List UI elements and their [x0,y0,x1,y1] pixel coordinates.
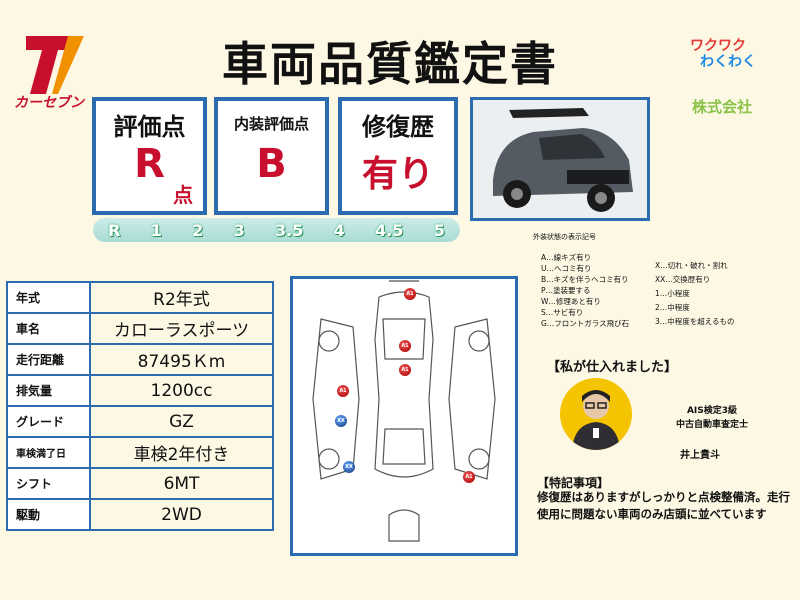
spec-value: カローラスポーツ [89,312,274,345]
damage-marker: A1 [399,340,411,352]
role-text: 中古自動車査定士 [675,420,748,430]
repair-history-value: 有り [361,154,434,195]
spec-value: R2年式 [89,281,274,314]
table-row: 車検満了日車検2年付き [6,436,274,469]
company-line1: ワクワク [690,38,746,54]
spec-key: 排気量 [6,374,91,407]
repair-history-label: 修復歴 [362,113,434,141]
eval-score-box: 評価点 R 点 [92,97,207,215]
damage-marker: XX [343,461,355,473]
eval-score-value: R [134,141,165,187]
company-line2: わくわく [700,54,756,70]
avatar [560,378,632,450]
purchaser-qualification: AIS検定3級 中古自動車査定士 [652,404,772,432]
company-type: 株式会社 [692,98,753,116]
spec-key: グレード [6,405,91,438]
scale-item: 5 [433,220,445,240]
scale-item: R [108,220,121,240]
legend-item: B…キズを伴うヘコミ有り [541,275,629,284]
scale-item: 2 [192,220,204,240]
notes-text: 修復歴はありますがしっかりと点検整備済。走行使用に問題ない車両のみ店頭に並べてい… [537,490,790,521]
scale-item: 4 [333,220,345,240]
legend-item: P…塗装要する [541,286,591,295]
spec-key: 年式 [6,281,91,314]
purchaser-heading: 【私が仕入れました】 [547,360,678,375]
damage-marker: A1 [399,364,411,376]
car-outline [312,280,496,542]
page-title: 車両品質鑑定書 [222,37,558,91]
interior-score-box: 内装評価点 B [214,97,329,215]
notes-heading: 【特記事項】 [537,476,610,490]
legend-item: W…修理あと有り [541,297,601,306]
spec-key: 車検満了日 [6,436,91,469]
eval-score-suffix: 点 [173,183,193,207]
legend-item: S…サビ有り [541,308,584,317]
legend-item: 3…中程度を超えるもの [655,317,735,326]
damage-marker: A1 [337,385,349,397]
spec-value: 87495Ｋm [89,343,274,376]
legend-right: X…切れ・破れ・割れ XX…交換歴有り 1…小程度 2…中程度 3…中程度を超え… [655,259,735,329]
legend-item: G…フロントガラス飛び石 [541,319,630,328]
damage-marker: A1 [463,471,475,483]
qualification-text: AIS検定3級 [686,406,738,416]
company-logo: ワクワク わくわく [690,38,780,70]
legend-item: XX…交換歴有り [655,275,711,284]
car-photo [470,97,650,221]
interior-score-label: 内装評価点 [233,115,309,133]
spec-key: シフト [6,467,91,500]
spec-value: 1200cc [89,374,274,407]
legend-title: 外装状態の表示記号 [533,233,596,241]
scale-item: 3 [233,220,245,240]
spec-value: 6MT [89,467,274,500]
eval-score-label: 評価点 [113,113,186,141]
scale-item: 1 [150,220,162,240]
legend-item: A…線キズ有り [541,253,592,262]
spec-key: 走行距離 [6,343,91,376]
damage-marker: XX [335,415,347,427]
spec-key: 車名 [6,312,91,345]
spec-value: GZ [89,405,274,438]
spec-value: 車検2年付き [89,436,274,469]
score-scale: R 1 2 3 3.5 4 4.5 5 [93,218,460,242]
legend-item: U…ヘコミ有り [541,264,592,273]
legend-left: A…線キズ有り U…ヘコミ有り B…キズを伴うヘコミ有り P…塗装要する W…修… [541,252,629,329]
damage-diagram: A1 A1 A1 A1 XX XX A1 [290,276,518,556]
brand-logo [18,28,98,118]
legend-item: 1…小程度 [655,289,690,298]
scale-item: 4.5 [375,220,404,240]
spec-value: 2WD [89,498,274,531]
purchaser-name: 井上貴斗 [680,450,720,461]
scale-item: 3.5 [275,220,304,240]
brand-name: カーセブン [14,95,84,111]
interior-score-value: B [256,141,287,187]
legend-item: X…切れ・破れ・割れ [655,261,728,270]
legend-item: 2…中程度 [655,303,690,312]
repair-history-box: 修復歴 有り [338,97,458,215]
table-row: 車名カローラスポーツ [6,312,274,345]
spec-key: 駆動 [6,498,91,531]
damage-marker: A1 [404,288,416,300]
